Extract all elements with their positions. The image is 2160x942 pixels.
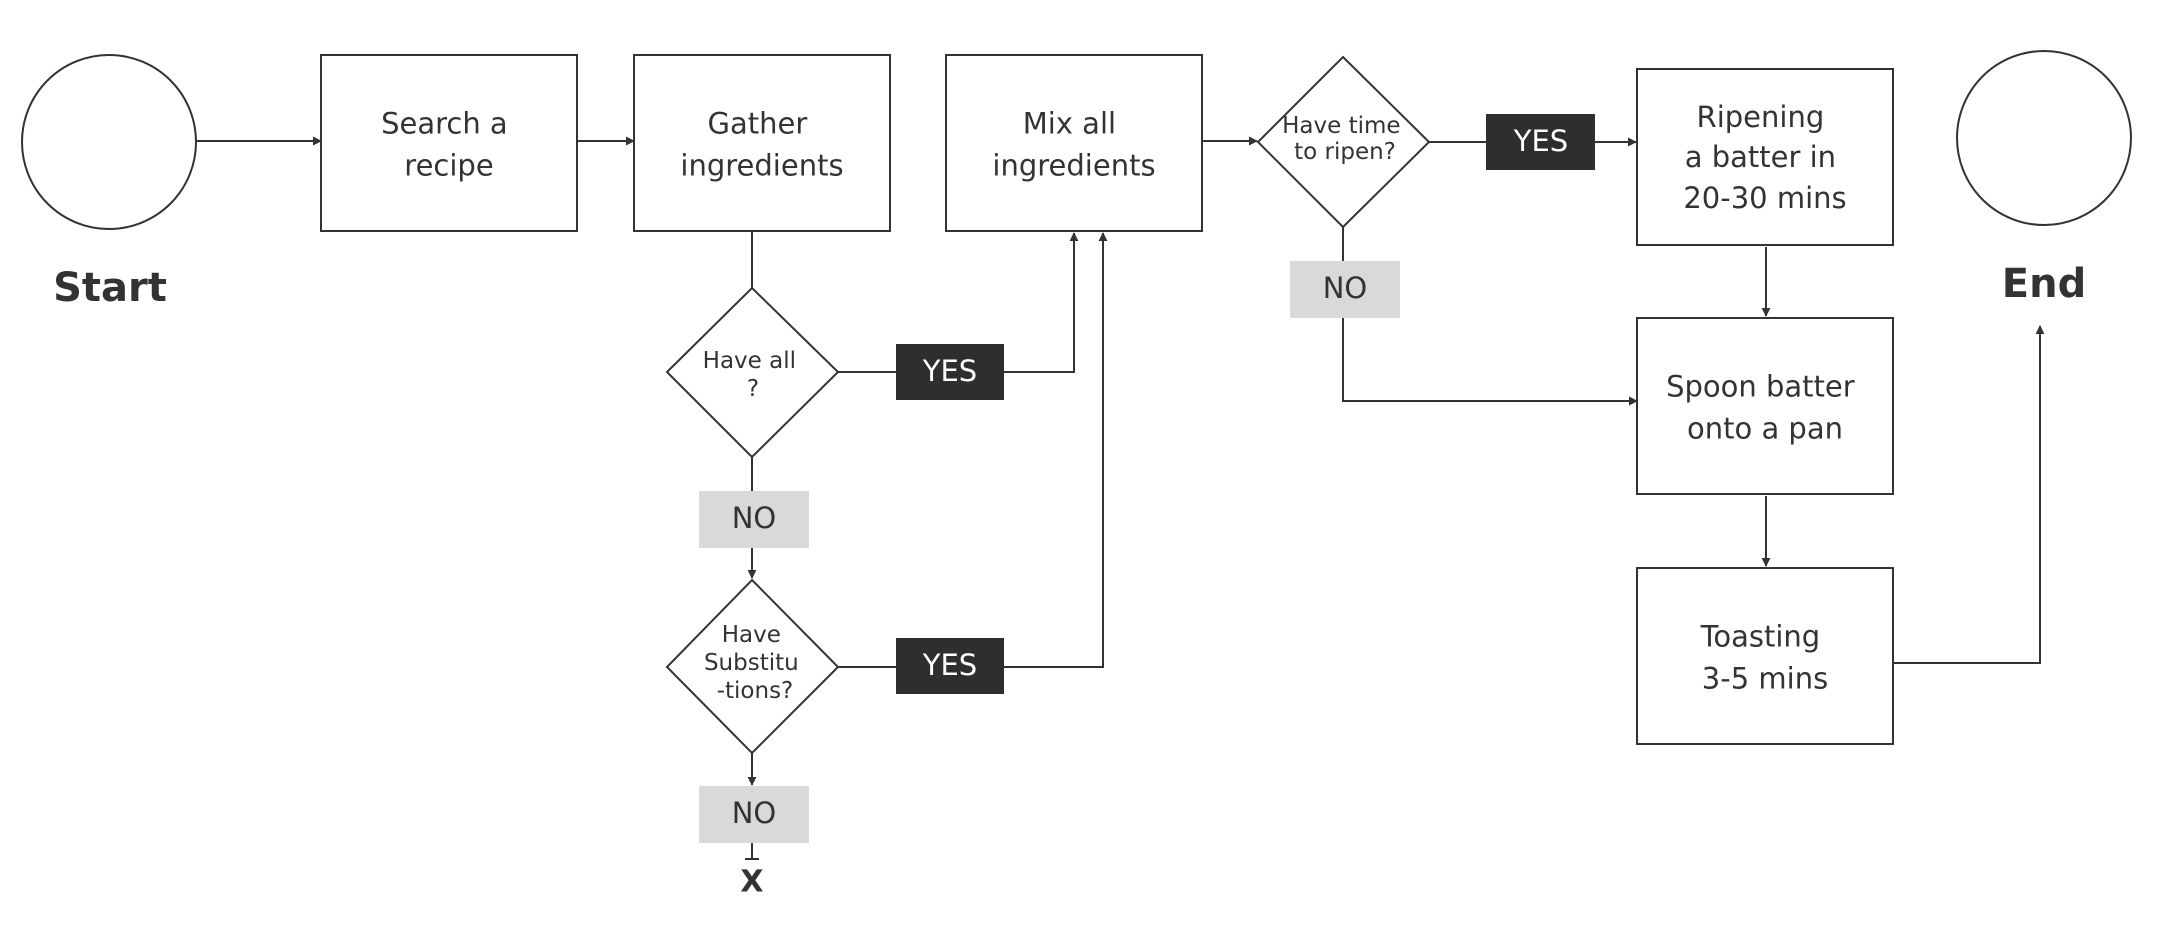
badge-label: NO — [732, 501, 777, 535]
decision-diamond — [1256, 55, 1431, 229]
badge-substitutions-yes: YES — [896, 638, 1004, 694]
badge-label: YES — [922, 354, 977, 388]
process-mix-ingredients: Mix all ingredients — [945, 54, 1203, 232]
badge-have-all-yes: YES — [896, 344, 1004, 400]
yes-badge — [896, 638, 1004, 694]
start-label: Start — [53, 265, 167, 311]
label-line: onto a pan — [1687, 412, 1843, 446]
process-label: Spoon batter onto a pan — [1666, 370, 1864, 446]
decision-have-time: Have time to ripen? — [1256, 55, 1431, 229]
label-line: recipe — [404, 149, 493, 183]
process-toasting: Toasting 3-5 mins — [1636, 567, 1894, 745]
badge-time-yes: YES — [1486, 114, 1595, 170]
dead-end-mark: X — [740, 865, 763, 900]
start-terminal: Start — [21, 54, 197, 311]
label-line: 3-5 mins — [1702, 662, 1828, 696]
decision-have-substitutions: Have Substitu -tions? — [665, 578, 840, 755]
end-label: End — [2002, 261, 2086, 307]
end-terminal: End — [1956, 50, 2132, 307]
process-box — [320, 54, 578, 232]
label-line: Have time — [1282, 113, 1400, 139]
label-line: Substitu — [704, 650, 799, 676]
label-line: Ripening — [1697, 100, 1825, 134]
edge-substitutions-yes-to-mix — [1004, 232, 1108, 668]
end-circle — [1956, 50, 2132, 226]
label-line: a batter in — [1685, 140, 1836, 174]
decision-label: Have all ? — [703, 348, 804, 402]
label-line: 20-30 mins — [1683, 181, 1846, 215]
badge-label: NO — [732, 796, 777, 830]
start-circle — [21, 54, 197, 230]
label-line: Gather — [708, 107, 808, 141]
badge-label: NO — [1323, 271, 1368, 305]
process-box — [1636, 567, 1894, 745]
process-box — [1636, 68, 1894, 246]
label-line: Mix all — [1023, 107, 1116, 141]
process-ripening-batter: Ripening a batter in 20-30 mins — [1636, 68, 1894, 246]
label-line: -tions? — [717, 678, 794, 704]
process-box — [1636, 317, 1894, 495]
decision-diamond — [665, 578, 840, 755]
no-badge — [1290, 261, 1400, 318]
decision-label: Have time to ripen? — [1282, 113, 1408, 165]
badge-time-no: NO — [1290, 261, 1400, 318]
label-line: Spoon batter — [1666, 370, 1855, 404]
process-box — [945, 54, 1203, 232]
yes-badge — [1486, 114, 1595, 170]
label-line: ? — [747, 376, 759, 402]
process-label: Mix all ingredients — [992, 107, 1155, 183]
edge-time-no-to-spoon — [1342, 318, 1638, 406]
badge-substitutions-no: NO — [699, 786, 809, 843]
process-box — [633, 54, 891, 232]
label-line: ingredients — [680, 149, 843, 183]
process-label: Ripening a batter in 20-30 mins — [1683, 100, 1846, 215]
process-spoon-batter: Spoon batter onto a pan — [1636, 317, 1894, 495]
process-label: Gather ingredients — [680, 107, 843, 183]
yes-badge — [896, 344, 1004, 400]
no-badge — [699, 786, 809, 843]
process-search-recipe: Search a recipe — [320, 54, 578, 232]
edge-have-all-yes-to-mix — [1004, 232, 1079, 373]
process-label: Search a recipe — [381, 107, 517, 183]
decision-label: Have Substitu -tions? — [704, 622, 806, 704]
label-line: Toasting — [1700, 620, 1821, 654]
badge-label: YES — [1513, 124, 1568, 158]
decision-have-all: Have all ? — [665, 286, 840, 459]
connectors — [196, 136, 2045, 860]
label-line: ingredients — [992, 149, 1155, 183]
badge-have-all-no: NO — [699, 491, 809, 548]
badge-label: YES — [922, 648, 977, 682]
label-line: Search a — [381, 107, 508, 141]
label-line: to ripen? — [1294, 139, 1396, 165]
decision-diamond — [665, 286, 840, 459]
no-badge — [699, 491, 809, 548]
label-line: Have all — [703, 348, 796, 374]
edge-toasting-to-end — [1892, 325, 2045, 664]
label-line: Have — [722, 622, 781, 648]
process-gather-ingredients: Gather ingredients — [633, 54, 891, 232]
process-label: Toasting 3-5 mins — [1700, 620, 1830, 696]
